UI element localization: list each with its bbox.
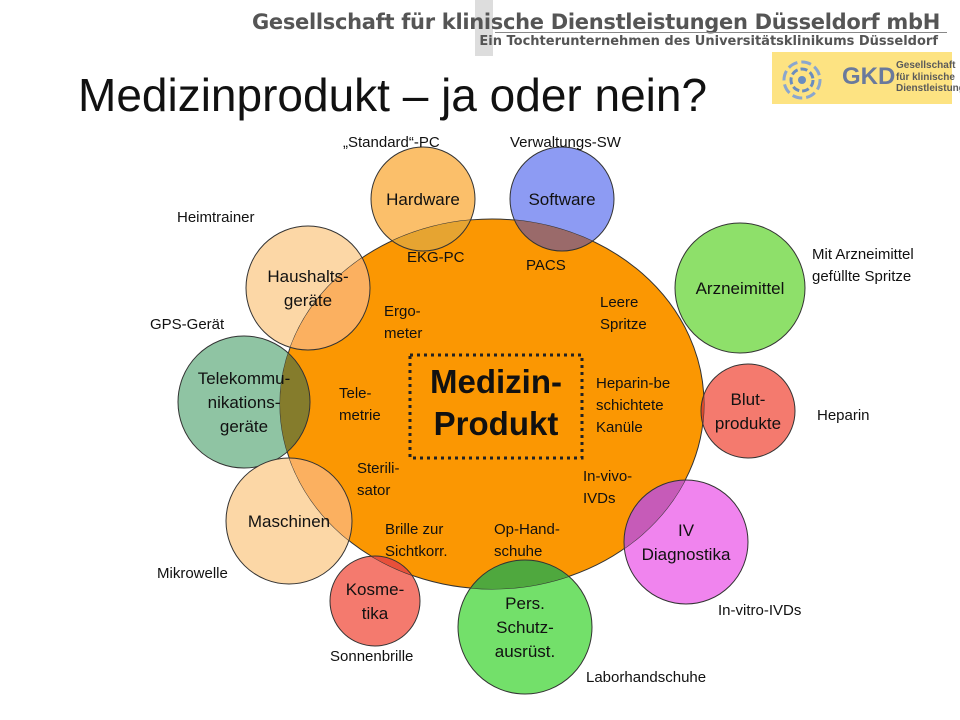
inner-label-pacs: PACS	[526, 257, 566, 274]
circle-label-kosmetik: Kosme-tika	[346, 580, 405, 623]
inner-label-invivo: In-vivo-IVDs	[583, 468, 632, 507]
outer-label-standardpc: „Standard“-PC	[343, 134, 440, 151]
organization-name: Gesellschaft für klinische Dienstleistun…	[251, 10, 940, 34]
outer-label-laborhand: Laborhandschuhe	[586, 669, 706, 686]
center-dashed-box	[408, 353, 584, 460]
outer-label-heparin: Heparin	[817, 407, 870, 424]
outer-label-invitro: In-vitro-IVDs	[718, 602, 801, 619]
inner-label-ophand: Op-Hand-schuhe	[494, 521, 560, 560]
page-title: Medizinprodukt – ja oder nein?	[78, 69, 708, 121]
circle-label-hardware: Hardware	[386, 190, 460, 209]
header-divider	[495, 32, 947, 33]
circle-label-telekom: Telekommu-nikations-geräte	[198, 369, 291, 436]
inner-label-ekg: EKG-PC	[407, 249, 465, 266]
outer-label-heimtrainer: Heimtrainer	[177, 209, 255, 226]
inner-label-sterili: Sterili-sator	[357, 460, 400, 499]
circle-label-haushalt: Haushalts-geräte	[267, 267, 348, 310]
overlap-pers	[457, 559, 593, 589]
circle-arzneimittel	[674, 222, 806, 354]
gkd-logo: GKD Gesellschaft für klinische Dienstlei…	[772, 52, 960, 104]
header-bar: Gesellschaft für klinische Dienstleistun…	[0, 0, 960, 56]
circle-label-software: Software	[528, 190, 595, 209]
outer-label-verwaltung: Verwaltungs-SW	[510, 134, 622, 151]
circle-label-maschinen: Maschinen	[248, 512, 330, 531]
logo-abbreviation: GKD	[842, 63, 896, 90]
inner-label-tele: Tele-metrie	[339, 385, 381, 424]
header-accent	[475, 0, 493, 56]
circle-label-arzneimittel: Arzneimittel	[696, 279, 785, 298]
center-label: Medizin-Produkt	[430, 363, 562, 442]
outer-label-gps: GPS-Gerät	[150, 316, 225, 333]
organization-subtitle: Ein Tochterunternehmen des Universitätsk…	[479, 34, 938, 49]
logo-mark-icon	[782, 60, 822, 100]
circle-label-blut: Blut-produkte	[715, 390, 781, 433]
circle-label-pers: Pers.Schutz-ausrüst.	[495, 594, 555, 661]
outer-label-mikrowelle: Mikrowelle	[157, 565, 228, 582]
outer-label-sonnenbrille: Sonnenbrille	[330, 648, 413, 665]
inner-label-ergo: Ergo-meter	[384, 303, 422, 342]
overlap-blut	[700, 363, 704, 459]
overlap-telekom	[280, 335, 311, 469]
logo-text: Gesellschaft für klinische Dienstleistun…	[896, 60, 960, 94]
circle-blut	[700, 363, 796, 459]
